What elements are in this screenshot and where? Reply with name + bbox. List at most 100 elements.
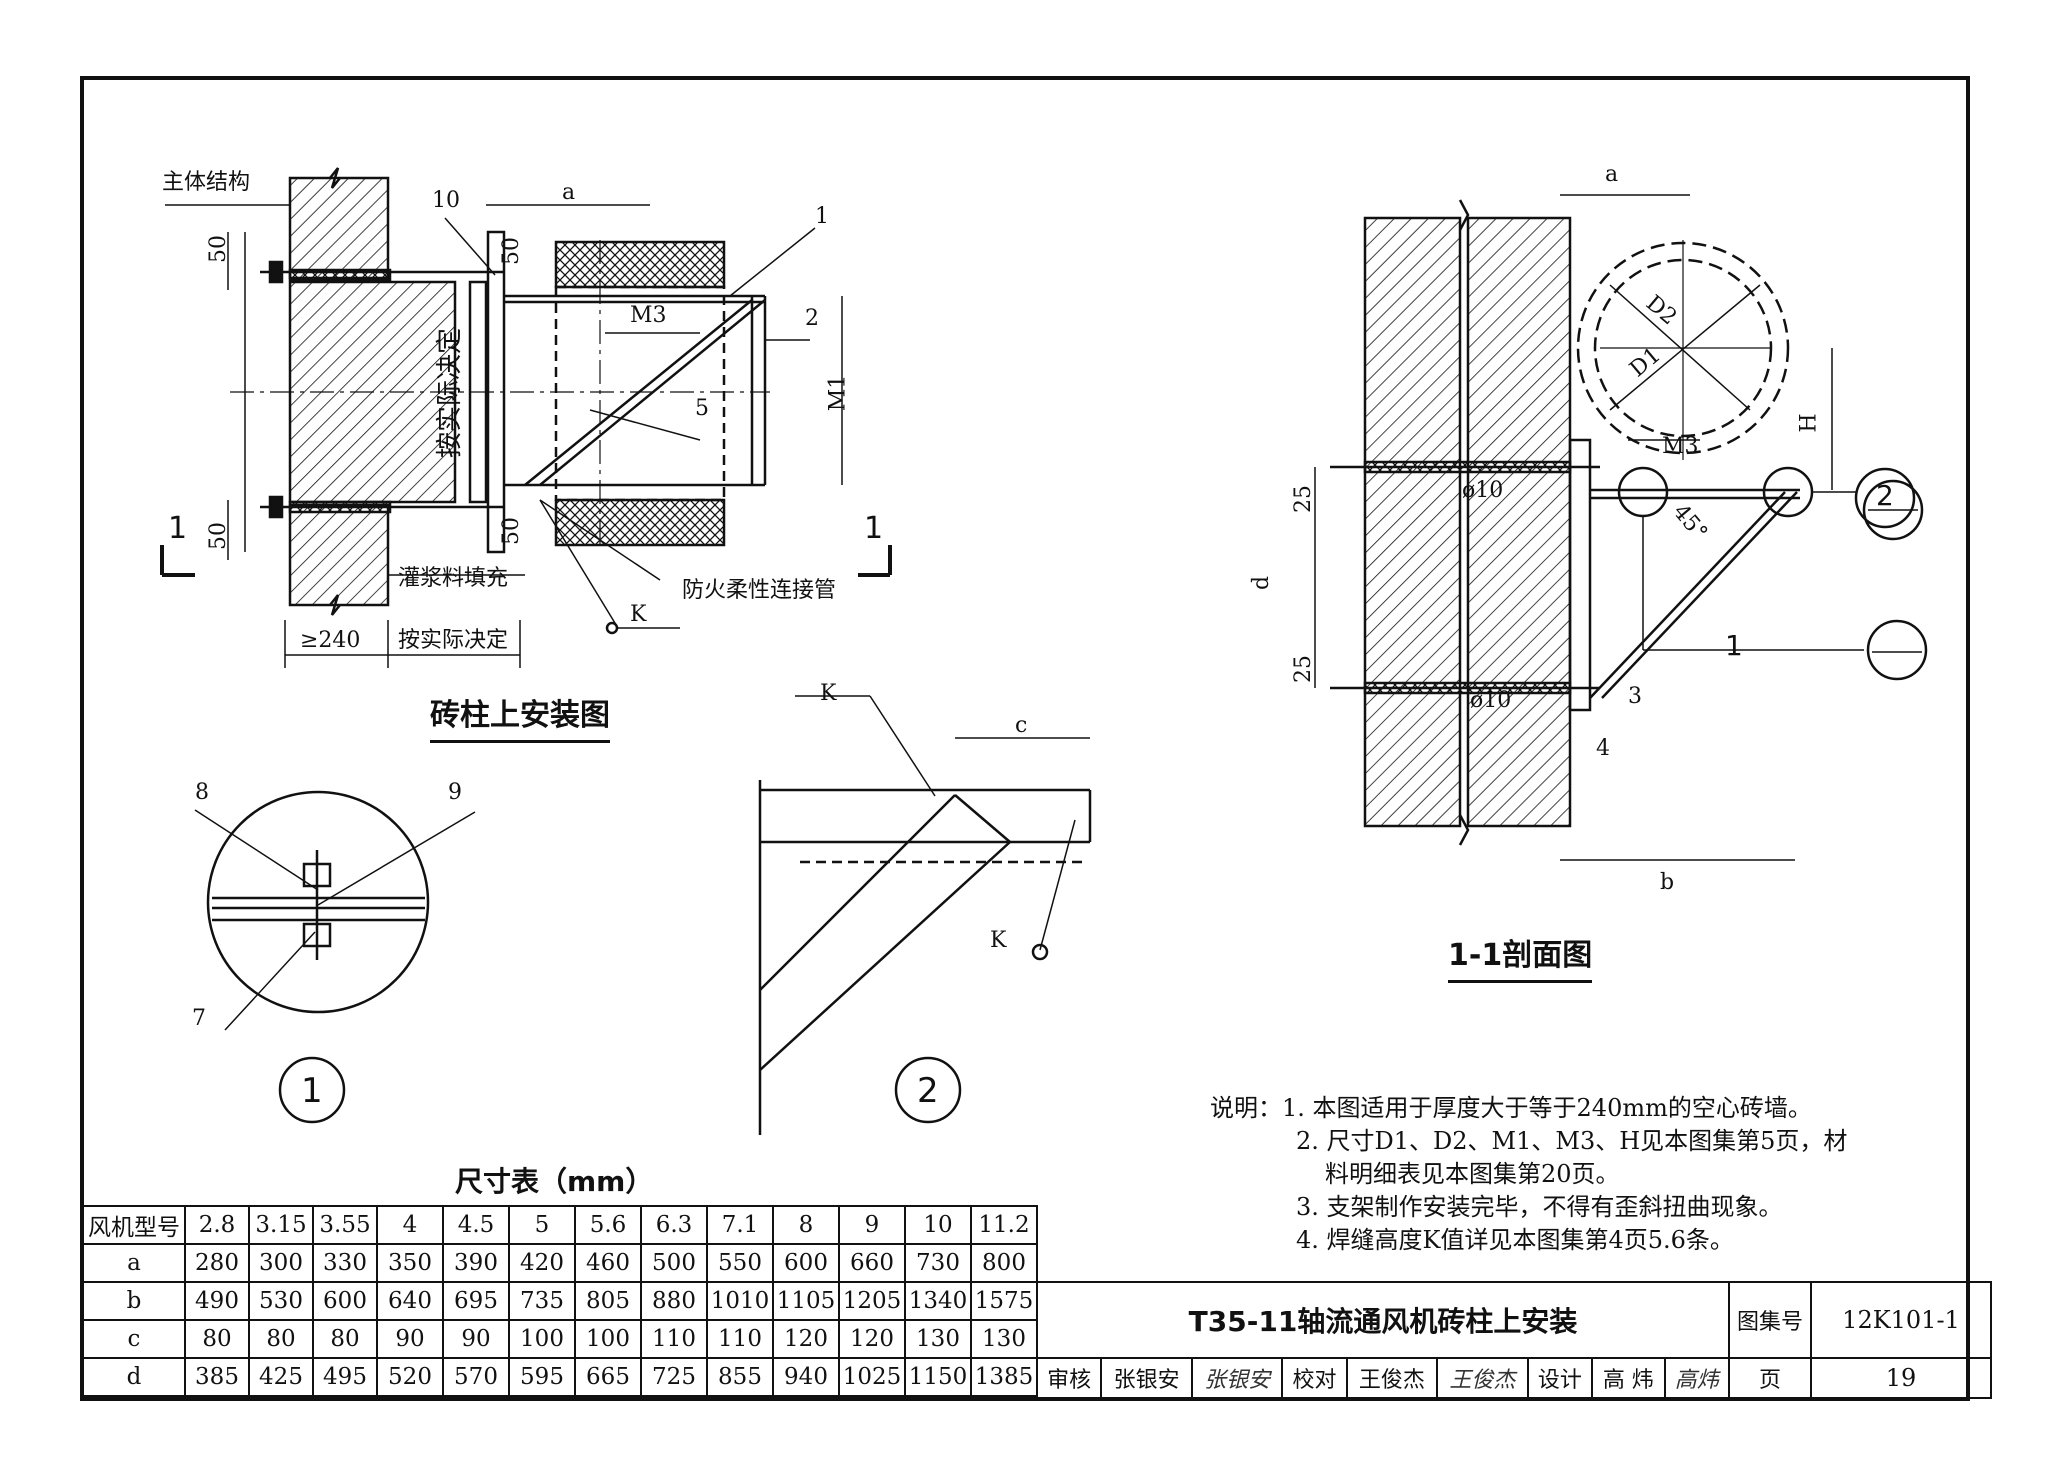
ref-circle-2 xyxy=(1854,467,1916,529)
dimension-table: 风机型号 2.8 3.15 3.55 4 4.5 5 5.6 6.3 7.1 8… xyxy=(82,1205,1038,1397)
section-m3-label: M3 xyxy=(1662,434,1699,459)
table-cell: 805 xyxy=(574,1281,642,1321)
table-cell: 520 xyxy=(376,1357,444,1397)
section-mark-right: 1 xyxy=(864,511,884,546)
table-cell: 1105 xyxy=(772,1281,840,1321)
table-header-cell: 8 xyxy=(772,1205,840,1245)
table-header-label: 风机型号 xyxy=(82,1205,186,1245)
table-cell: 1575 xyxy=(970,1281,1038,1321)
plan-dim-m3: M3 xyxy=(630,303,667,328)
section-dim-h: H xyxy=(1796,413,1822,433)
table-cell: 120 xyxy=(772,1319,840,1359)
plan-view xyxy=(160,167,892,668)
table-cell: 550 xyxy=(706,1243,774,1283)
detail-2-number: 2 xyxy=(917,1071,939,1111)
table-cell: 110 xyxy=(640,1319,708,1359)
table-cell: 665 xyxy=(574,1357,642,1397)
callout-9: 9 xyxy=(448,780,462,805)
table-cell: 855 xyxy=(706,1357,774,1397)
ref-bubble-2: 2 xyxy=(1876,479,1894,512)
table-header-cell: 7.1 xyxy=(706,1205,774,1245)
page-label: 页 xyxy=(1728,1357,1812,1399)
note-item: 2. 尺寸D1、D2、M1、M3、H见本图集第5页，材 xyxy=(1296,1127,1848,1155)
callout-4: 4 xyxy=(1596,736,1610,761)
table-cell: 110 xyxy=(706,1319,774,1359)
table-cell: 600 xyxy=(312,1281,378,1321)
section-view-title: 1-1剖面图 xyxy=(1448,930,1593,983)
review-label: 审核 xyxy=(1035,1357,1103,1399)
section-dim-25-top: 25 xyxy=(1291,485,1316,513)
callout-2: 2 xyxy=(805,306,819,331)
table-header-cell: 5 xyxy=(508,1205,576,1245)
plan-dim-50-top: 50 xyxy=(206,235,231,263)
table-header-cell: 11.2 xyxy=(970,1205,1038,1245)
detail-1-number: 1 xyxy=(301,1071,323,1111)
section-dim-d: d xyxy=(1249,575,1275,591)
page-number: 19 xyxy=(1810,1357,1992,1399)
table-cell: 1340 xyxy=(904,1281,972,1321)
section-dim-25-bottom: 25 xyxy=(1291,655,1316,683)
table-cell: 100 xyxy=(508,1319,576,1359)
table-cell: 490 xyxy=(184,1281,250,1321)
table-cell: 735 xyxy=(508,1281,576,1321)
plan-dim-50-bottom: 50 xyxy=(206,522,231,550)
table-header-cell: 2.8 xyxy=(184,1205,250,1245)
table-cell: 1025 xyxy=(838,1357,906,1397)
table-cell: 80 xyxy=(184,1319,250,1359)
design-label: 设计 xyxy=(1526,1357,1594,1399)
table-header-cell: 5.6 xyxy=(574,1205,642,1245)
table-cell: 1150 xyxy=(904,1357,972,1397)
table-cell: 130 xyxy=(970,1319,1038,1359)
table-header-cell: 6.3 xyxy=(640,1205,708,1245)
detail-2-dim-c: c xyxy=(1015,713,1028,738)
table-cell: 500 xyxy=(640,1243,708,1283)
reviewer-name: 张银安 xyxy=(1100,1357,1193,1399)
title-block: T35-11轴流通风机砖柱上安装 图集号 12K101-1 审核 张银安 张银安… xyxy=(1035,1281,1992,1399)
table-row: a 280 300 330 350 390 420 460 500 550 60… xyxy=(82,1243,1038,1283)
dimension-table-title: 尺寸表（mm） xyxy=(455,1165,654,1198)
plan-dim-m1: M1 xyxy=(825,374,851,412)
phi10-bottom-label: ø10 xyxy=(1470,688,1512,713)
callout-1: 1 xyxy=(815,204,829,229)
section-view xyxy=(1314,194,1928,861)
table-header-cell: 10 xyxy=(904,1205,972,1245)
table-row-label: c xyxy=(82,1319,186,1359)
note-item: 1. 本图适用于厚度大于等于240mm的空心砖墙。 xyxy=(1282,1094,1812,1122)
callout-8: 8 xyxy=(195,780,209,805)
note-item: 3. 支架制作安装完毕，不得有歪斜扭曲现象。 xyxy=(1296,1193,1783,1221)
table-cell: 1385 xyxy=(970,1357,1038,1397)
main-structure-label: 主体结构 xyxy=(162,170,251,195)
reviewer-signature: 张银安 xyxy=(1190,1357,1284,1399)
plan-weld-k-label: K xyxy=(630,602,647,627)
table-cell: 330 xyxy=(312,1243,378,1283)
min-240-label: ≥240 xyxy=(300,628,361,653)
table-row-label: d xyxy=(82,1357,186,1397)
table-cell: 530 xyxy=(248,1281,314,1321)
table-header-cell: 9 xyxy=(838,1205,906,1245)
plan-dim-a: a xyxy=(562,180,576,205)
callout-5: 5 xyxy=(695,396,709,421)
plan-dim-50-flange-bottom: 50 xyxy=(499,517,524,545)
notes-prefix: 说明： xyxy=(1210,1094,1282,1122)
table-row: 风机型号 2.8 3.15 3.55 4 4.5 5 5.6 6.3 7.1 8… xyxy=(82,1205,1038,1245)
callout-7: 7 xyxy=(192,1006,206,1031)
table-header-cell: 3.55 xyxy=(312,1205,378,1245)
table-cell: 90 xyxy=(442,1319,510,1359)
designer-signature: 高炜 xyxy=(1663,1357,1731,1399)
table-cell: 425 xyxy=(248,1357,314,1397)
table-cell: 640 xyxy=(376,1281,444,1321)
fire-flexible-pipe-label: 防火柔性连接管 xyxy=(682,578,837,603)
table-cell: 725 xyxy=(640,1357,708,1397)
table-cell: 90 xyxy=(376,1319,444,1359)
table-cell: 130 xyxy=(904,1319,972,1359)
table-cell: 80 xyxy=(312,1319,378,1359)
table-cell: 120 xyxy=(838,1319,906,1359)
drawing-title: T35-11轴流通风机砖柱上安装 xyxy=(1036,1281,1730,1359)
checker-signature: 王俊杰 xyxy=(1436,1357,1529,1399)
table-cell: 100 xyxy=(574,1319,642,1359)
table-cell: 695 xyxy=(442,1281,510,1321)
table-cell: 660 xyxy=(838,1243,906,1283)
table-cell: 570 xyxy=(442,1357,510,1397)
table-row: d 385 425 495 520 570 595 665 725 855 94… xyxy=(82,1357,1038,1397)
detail-2 xyxy=(758,695,1092,1135)
